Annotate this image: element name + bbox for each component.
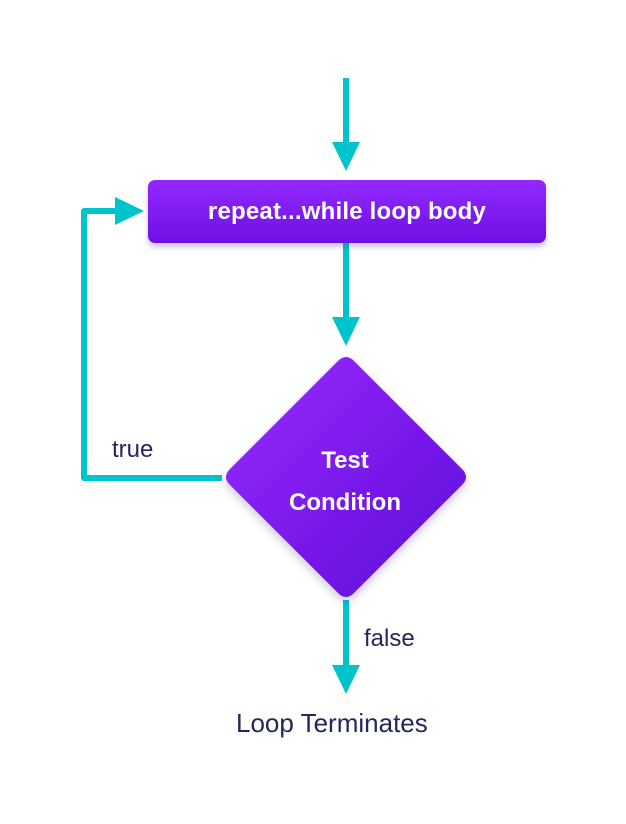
test-condition-line2: Condition (289, 489, 401, 516)
true-loop-back-line (81, 208, 222, 481)
false-exit-head (332, 665, 360, 694)
loop-body-label: repeat...while loop body (207, 197, 487, 225)
test-condition-text: Test Condition (245, 440, 445, 524)
test-condition-diamond (226, 357, 466, 597)
loop-body-box: repeat...while loop body (148, 180, 546, 243)
true-loop-back-head (115, 197, 144, 225)
entry-arrow-head (332, 142, 360, 171)
loop-terminates-label: Loop Terminates (236, 708, 428, 738)
false-branch-label: false (364, 625, 415, 652)
true-branch-label: true (112, 436, 154, 463)
body-to-condition-head (332, 317, 360, 346)
test-condition-line1: Test (321, 447, 369, 474)
